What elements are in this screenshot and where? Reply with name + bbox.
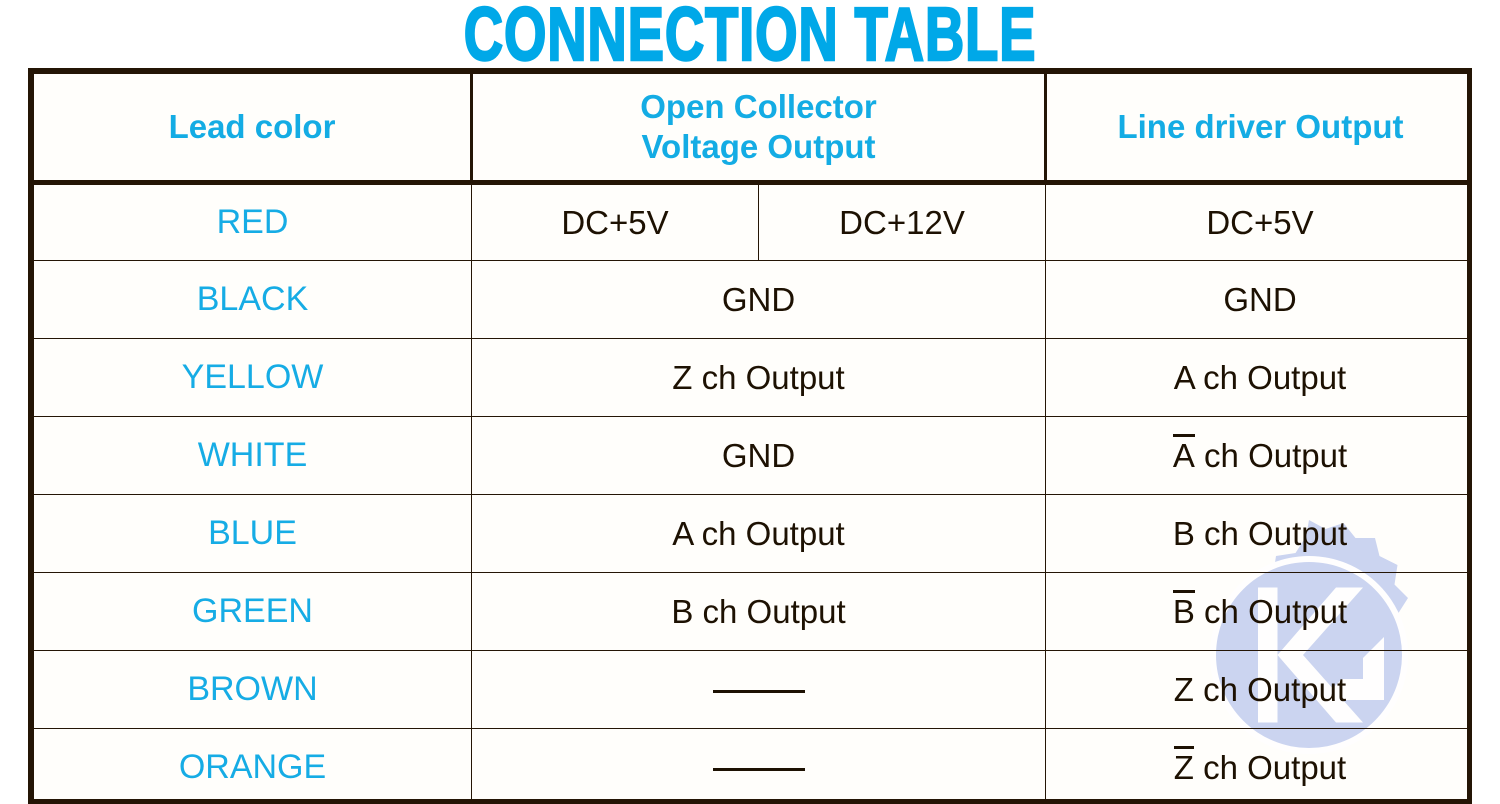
connection-table-frame: Lead color Open Collector Voltage Output… [28, 68, 1472, 804]
table-row: YELLOW Z ch Output A ch Output [34, 339, 1473, 417]
header-open-collector-line2: Voltage Output [473, 127, 1044, 167]
table-row: GREEN B ch Output B ch Output [34, 573, 1473, 651]
overline-signal-label: A [1173, 436, 1195, 475]
open-collector-cell-12v: DC+12V [759, 183, 1046, 261]
table-row: ORANGE Z ch Output [34, 729, 1473, 804]
open-collector-cell: A ch Output [472, 495, 1046, 573]
overline-signal-label: Z [1174, 748, 1194, 787]
table-row: BLACK GND GND [34, 261, 1473, 339]
open-collector-cell [472, 651, 1046, 729]
lead-color-cell: YELLOW [34, 339, 472, 417]
lead-color-cell: WHITE [34, 417, 472, 495]
open-collector-cell: GND [472, 417, 1046, 495]
connection-table: Lead color Open Collector Voltage Output… [33, 73, 1472, 804]
not-applicable-dash-icon [713, 690, 805, 693]
line-driver-cell-text: ch Output [1195, 437, 1347, 474]
line-driver-cell: Z ch Output [1046, 729, 1473, 804]
page-title: CONNECTION TABLE [464, 0, 1037, 68]
not-applicable-dash-icon [713, 768, 805, 771]
header-open-collector-line1: Open Collector [473, 87, 1044, 127]
line-driver-cell-text: ch Output [1194, 749, 1346, 786]
table-header: Lead color Open Collector Voltage Output… [34, 74, 1473, 183]
line-driver-cell: A ch Output [1046, 339, 1473, 417]
line-driver-cell: GND [1046, 261, 1473, 339]
open-collector-cell: B ch Output [472, 573, 1046, 651]
line-driver-cell: B ch Output [1046, 495, 1473, 573]
lead-color-cell: BLACK [34, 261, 472, 339]
overline-signal-label: B [1173, 592, 1195, 631]
lead-color-cell: BLUE [34, 495, 472, 573]
open-collector-cell-5v: DC+5V [472, 183, 759, 261]
open-collector-cell [472, 729, 1046, 804]
header-row: Lead color Open Collector Voltage Output… [34, 74, 1473, 183]
header-open-collector: Open Collector Voltage Output [472, 74, 1046, 183]
open-collector-cell: Z ch Output [472, 339, 1046, 417]
lead-color-cell: GREEN [34, 573, 472, 651]
header-line-driver: Line driver Output [1046, 74, 1473, 183]
lead-color-cell: RED [34, 183, 472, 261]
table-body: RED DC+5V DC+12V DC+5V BLACK GND GND YEL… [34, 183, 1473, 804]
line-driver-cell: Z ch Output [1046, 651, 1473, 729]
line-driver-cell-text: ch Output [1195, 593, 1347, 630]
header-lead-color: Lead color [34, 74, 472, 183]
table-row: BLUE A ch Output B ch Output [34, 495, 1473, 573]
table-row: BROWN Z ch Output [34, 651, 1473, 729]
open-collector-cell: GND [472, 261, 1046, 339]
page-title-container: CONNECTION TABLE [0, 0, 1500, 68]
table-row: WHITE GND A ch Output [34, 417, 1473, 495]
line-driver-cell: B ch Output [1046, 573, 1473, 651]
lead-color-cell: ORANGE [34, 729, 472, 804]
line-driver-cell: A ch Output [1046, 417, 1473, 495]
lead-color-cell: BROWN [34, 651, 472, 729]
line-driver-cell: DC+5V [1046, 183, 1473, 261]
table-row: RED DC+5V DC+12V DC+5V [34, 183, 1473, 261]
